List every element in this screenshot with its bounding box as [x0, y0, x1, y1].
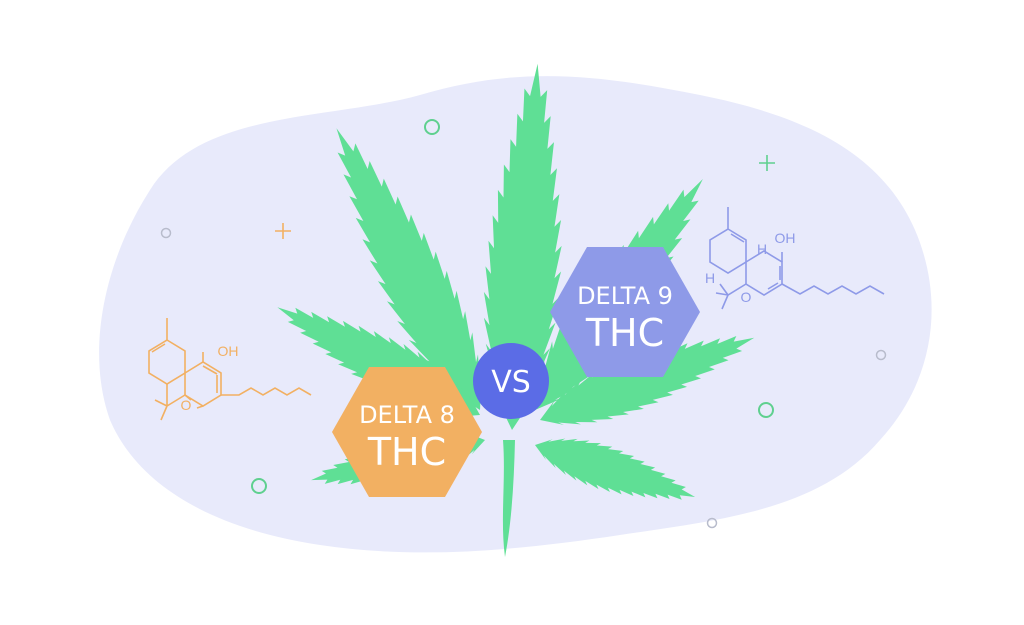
delta8-badge: [332, 367, 482, 497]
molecule-hydroxyl-label: OH: [775, 230, 796, 246]
molecule-hydrogen-label: H: [705, 270, 715, 286]
delta9-badge: [550, 247, 700, 377]
circle-icon: [251, 478, 267, 494]
delta8-molecule-icon: [148, 318, 312, 421]
delta9-title: DELTA 9: [577, 282, 673, 310]
plus-icon: [759, 155, 775, 171]
leaf-stem: [502, 440, 515, 557]
leaflet: [336, 128, 482, 410]
delta9-subtitle: THC: [585, 311, 664, 355]
delta9-molecule-icon: [709, 207, 885, 310]
delta8-subtitle: THC: [367, 430, 446, 474]
circle-icon: [706, 517, 718, 529]
molecule-oxygen-label: O: [181, 397, 192, 413]
circle-icon: [424, 119, 440, 135]
delta8-title: DELTA 8: [359, 401, 455, 429]
circle-icon: [160, 227, 172, 239]
vs-circle: [473, 343, 549, 419]
leaflet: [483, 63, 562, 430]
circle-icon: [875, 349, 887, 361]
molecule-hydroxyl-label: OH: [218, 343, 239, 359]
leaflet: [535, 438, 696, 500]
molecule-hydrogen-label: H: [757, 241, 767, 257]
circle-icon: [758, 402, 774, 418]
molecule-oxygen-label: O: [741, 289, 752, 305]
leaflet: [540, 336, 755, 425]
plus-icon: [275, 223, 291, 239]
vs-label: VS: [491, 365, 531, 400]
